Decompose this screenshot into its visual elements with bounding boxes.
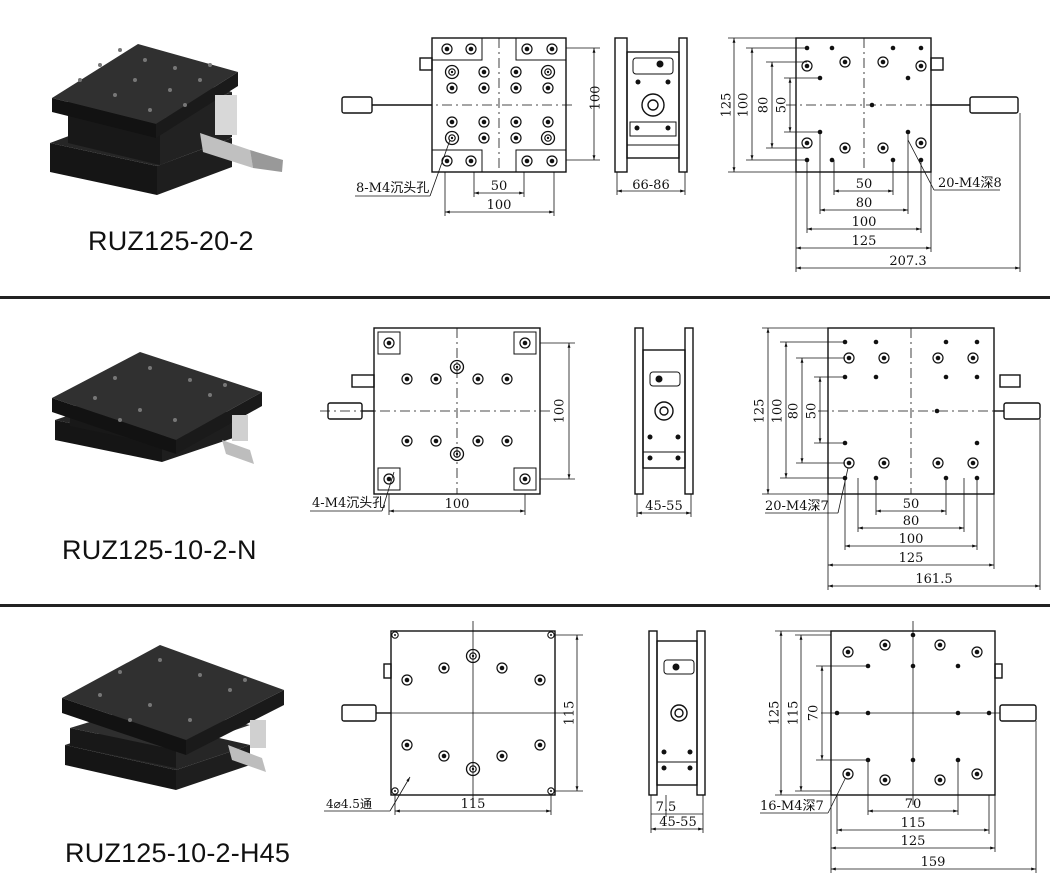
dim-label: 125 <box>852 234 877 249</box>
dim-label: 70 <box>905 797 922 812</box>
dim-label: 125 <box>720 93 735 118</box>
dim-label: 80 <box>757 97 772 114</box>
dim-label: 70 <box>807 705 822 722</box>
top-view-1-holes <box>441 43 558 167</box>
dim-label: 80 <box>856 196 873 211</box>
dim-label: 125 <box>768 701 783 726</box>
dim-label: 50 <box>805 403 820 420</box>
bottom-view-1 <box>786 37 1019 173</box>
top-view-3 <box>341 621 565 805</box>
bottom-view-2 <box>818 327 1041 495</box>
hole-callout: 4⌀4.5通 <box>326 797 372 811</box>
dim-label: 115 <box>787 701 802 726</box>
model-name: RUZ125-10-2-H45 <box>65 838 291 868</box>
hole-callout: 16-M4深7 <box>760 799 824 814</box>
dim-label: 50 <box>775 97 790 114</box>
dim-label: 115 <box>563 701 578 726</box>
hole-callout: 8-M4沉头孔 <box>356 181 429 196</box>
dim-label: 161.5 <box>915 572 952 587</box>
dim-label: 125 <box>753 399 768 424</box>
dim-label: 50 <box>491 179 508 194</box>
section-divider <box>0 296 1050 299</box>
top-view-1 <box>341 37 576 173</box>
hole-callout: 20-M4深7 <box>765 499 829 514</box>
dim-label: 125 <box>899 551 924 566</box>
dim-label: 45-55 <box>645 499 682 514</box>
dim-label: 66-86 <box>632 178 669 193</box>
dim-label: 115 <box>901 816 926 831</box>
dim-label: 100 <box>589 86 604 111</box>
side-view-1 <box>614 37 688 173</box>
model-name: RUZ125-10-2-N <box>62 535 257 565</box>
dim-label: 100 <box>553 399 568 424</box>
dim-label: 80 <box>903 514 920 529</box>
dim-label: 207.3 <box>889 254 926 269</box>
hole-callout: 20-M4深8 <box>938 176 1002 191</box>
dim-label: 125 <box>901 834 926 849</box>
top-view-2 <box>320 327 550 495</box>
side-view-2 <box>634 327 694 495</box>
dim-label: 100 <box>445 497 470 512</box>
dim-label: 50 <box>856 177 873 192</box>
dim-label: 7.5 <box>656 800 677 815</box>
dim-label: 100 <box>771 399 786 424</box>
bottom-view-3 <box>821 621 1037 805</box>
side-view-3 <box>648 630 706 796</box>
dim-label: 100 <box>852 215 877 230</box>
dim-label: 100 <box>737 93 752 118</box>
model-name: RUZ125-20-2 <box>88 226 254 256</box>
dim-label: 159 <box>921 855 946 870</box>
dim-label: 100 <box>899 532 924 547</box>
hole-callout: 4-M4沉头孔 <box>312 496 385 511</box>
dim-label: 80 <box>787 403 802 420</box>
dim-label: 100 <box>487 198 512 213</box>
dim-label: 45-55 <box>659 815 696 830</box>
dim-label: 115 <box>461 797 486 812</box>
section-divider <box>0 604 1050 607</box>
dim-label: 50 <box>903 497 920 512</box>
product-render <box>50 44 284 790</box>
